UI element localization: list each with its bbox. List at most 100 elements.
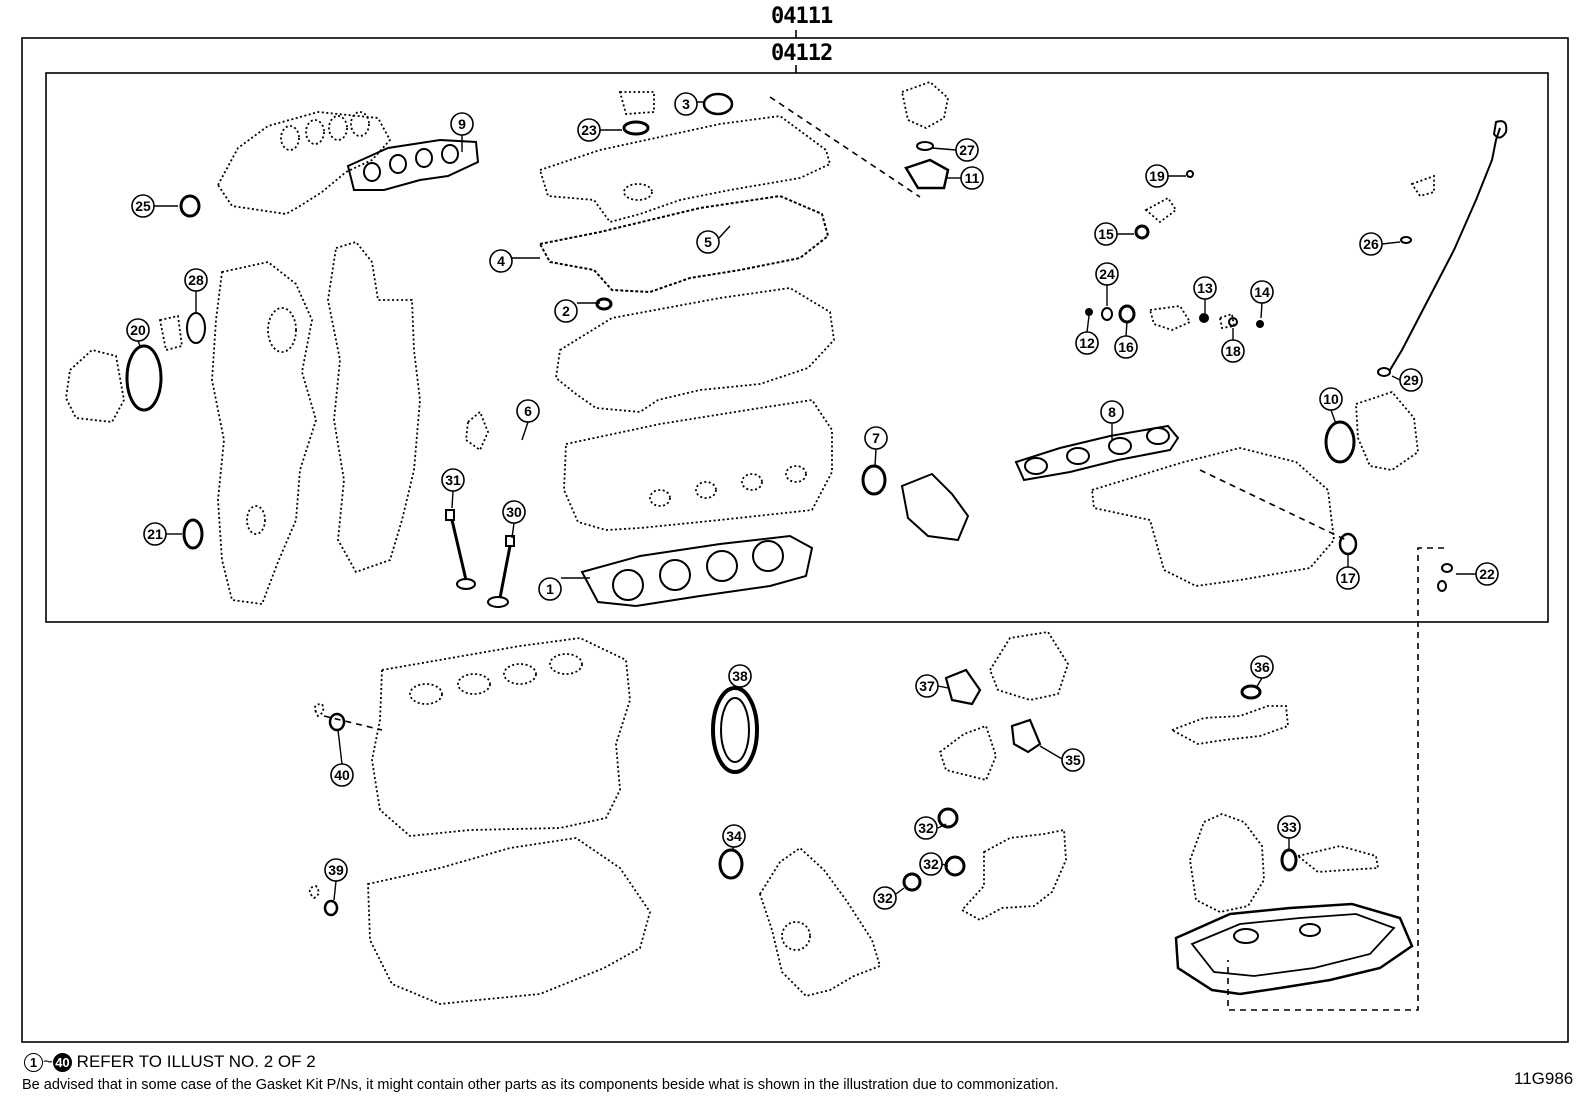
- svg-text:33: 33: [1281, 819, 1297, 835]
- callout-29: 29: [1399, 368, 1423, 392]
- callout-27: 27: [955, 138, 979, 162]
- range-separator: ~: [43, 1052, 53, 1071]
- callout-9: 9: [450, 112, 474, 136]
- refer-text: REFER TO ILLUST NO. 2 OF 2: [76, 1052, 316, 1071]
- svg-text:32: 32: [923, 856, 939, 872]
- callout-30: 30: [502, 500, 526, 524]
- timing-chain-cover: [211, 261, 317, 605]
- throttle-body: [1355, 390, 1419, 471]
- callout-23: 23: [577, 118, 601, 142]
- callout-22: 22: [1475, 562, 1499, 586]
- gasket-17: [1338, 532, 1358, 556]
- callout-6: 6: [516, 399, 540, 423]
- timing-cover-inner: [327, 240, 421, 574]
- svg-text:40: 40: [334, 767, 350, 783]
- callout-16: 16: [1114, 335, 1138, 359]
- callout-11: 11: [960, 166, 984, 190]
- kit-04111-frame: [21, 37, 1569, 1043]
- svg-text:22: 22: [1479, 566, 1495, 582]
- svg-text:13: 13: [1197, 280, 1213, 296]
- range-end-circle: 40: [52, 1053, 72, 1073]
- svg-text:32: 32: [877, 890, 893, 906]
- callout-15: 15: [1094, 222, 1118, 246]
- intake-manifold: [1091, 447, 1335, 587]
- oil-pump: [1189, 813, 1265, 913]
- callout-26: 26: [1359, 232, 1383, 256]
- o-ring-28: [186, 312, 206, 344]
- water-outlet-housing: [900, 80, 949, 130]
- svg-text:3: 3: [682, 96, 690, 112]
- kit-number-inner: 04112: [771, 41, 833, 66]
- kit-number-outer: 04111: [771, 4, 833, 29]
- svg-text:38: 38: [732, 668, 748, 684]
- callout-4: 4: [489, 249, 513, 273]
- svg-text:30: 30: [506, 504, 522, 520]
- callout-10: 10: [1319, 387, 1343, 411]
- callout-2: 2: [554, 299, 578, 323]
- svg-text:25: 25: [135, 198, 151, 214]
- crankshaft-front-seal: [182, 518, 204, 550]
- cylinder-head-cover-gasket: [538, 194, 830, 294]
- svg-text:24: 24: [1099, 266, 1115, 282]
- callout-32a: 32: [914, 816, 938, 840]
- svg-text:4: 4: [497, 253, 505, 269]
- callout-34: 34: [722, 824, 746, 848]
- oil-filler-gasket: [622, 120, 650, 136]
- rear-oil-seal-retainer: [711, 686, 759, 774]
- callout-14: 14: [1250, 280, 1274, 304]
- svg-text:21: 21: [147, 526, 163, 542]
- callout-1: 1: [538, 577, 562, 601]
- callout-8: 8: [1100, 400, 1124, 424]
- svg-text:17: 17: [1340, 570, 1356, 586]
- svg-text:12: 12: [1079, 335, 1095, 351]
- callout-39: 39: [324, 858, 348, 882]
- exhaust-manifold-gasket: [346, 138, 480, 191]
- svg-text:36: 36: [1254, 659, 1270, 675]
- svg-text:23: 23: [581, 122, 597, 138]
- cylinder-block: [371, 637, 631, 837]
- svg-text:1: 1: [546, 581, 554, 597]
- callout-5: 5: [696, 230, 720, 254]
- egr-gasket-35: [1010, 718, 1042, 754]
- callout-18: 18: [1221, 339, 1245, 363]
- water-inlet: [900, 472, 970, 542]
- callout-7: 7: [864, 426, 888, 450]
- camshaft-housing: [555, 287, 835, 413]
- water-inlet-gasket: [861, 464, 887, 496]
- callout-28: 28: [184, 268, 208, 292]
- svg-text:39: 39: [328, 862, 344, 878]
- oil-level-gauge: [1389, 127, 1501, 371]
- thermostat-gasket: [904, 158, 950, 190]
- svg-text:16: 16: [1118, 339, 1134, 355]
- water-bypass-pipe: [1169, 705, 1289, 745]
- callout-24: 24: [1095, 262, 1119, 286]
- svg-text:26: 26: [1363, 236, 1379, 252]
- callout-35: 35: [1061, 748, 1085, 772]
- oil-pan-upper: [367, 837, 651, 1005]
- callout-12: 12: [1075, 331, 1099, 355]
- svg-text:9: 9: [458, 116, 466, 132]
- svg-text:20: 20: [130, 322, 146, 338]
- svg-text:31: 31: [445, 472, 461, 488]
- camshaft-seal: [125, 344, 163, 412]
- svg-text:14: 14: [1254, 284, 1270, 300]
- svg-text:15: 15: [1098, 226, 1114, 242]
- range-start-circle: 1: [24, 1053, 43, 1073]
- svg-text:6: 6: [524, 403, 532, 419]
- oil-pan: [1174, 902, 1414, 996]
- cylinder-head: [563, 399, 833, 531]
- svg-text:34: 34: [726, 828, 742, 844]
- svg-text:10: 10: [1323, 391, 1339, 407]
- callout-25: 25: [131, 194, 155, 218]
- commonization-note: Be advised that in some case of the Gask…: [22, 1077, 1059, 1093]
- svg-text:11: 11: [965, 170, 980, 186]
- throttle-body-gasket: [1324, 420, 1356, 464]
- illustration-reference: 1~40 REFER TO ILLUST NO. 2 OF 2: [24, 1052, 316, 1073]
- callout-37: 37: [915, 674, 939, 698]
- exhaust-heat-shield: [216, 111, 392, 215]
- svg-text:27: 27: [959, 142, 975, 158]
- svg-text:32: 32: [918, 820, 934, 836]
- oil-filler-cap-bracket: [618, 91, 655, 115]
- svg-text:7: 7: [872, 430, 880, 446]
